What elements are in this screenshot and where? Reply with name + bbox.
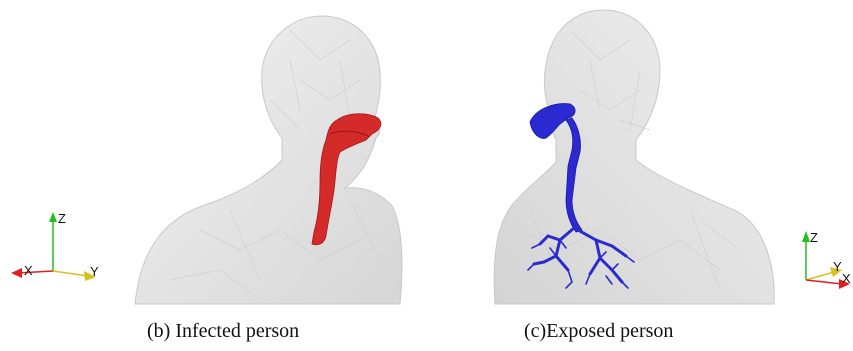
x-axis-line-right xyxy=(806,280,842,284)
caption-infected-person: (b) Infected person xyxy=(147,320,299,343)
axis-label-x-right: X xyxy=(842,271,851,286)
axis-label-y-right: Y xyxy=(833,259,842,274)
axis-triad-right: Z Y X xyxy=(802,230,851,289)
axis-label-z: Z xyxy=(58,211,66,226)
body-mesh-right xyxy=(494,10,774,304)
axis-label-z-right: Z xyxy=(810,230,818,245)
y-axis-line-right xyxy=(806,272,834,280)
exposed-person-model xyxy=(494,10,774,304)
caption-exposed-person: (c)Exposed person xyxy=(524,320,673,343)
axis-triad-left: Z X Y xyxy=(11,211,99,281)
axis-label-x: X xyxy=(24,263,33,278)
x-axis-arrow-icon xyxy=(11,268,22,278)
y-axis-line xyxy=(53,271,88,276)
z-axis-arrow-icon-right xyxy=(802,231,810,242)
infected-person-model xyxy=(135,16,402,304)
body-mesh-left xyxy=(135,16,402,304)
z-axis-arrow-icon xyxy=(49,212,57,222)
axis-label-y: Y xyxy=(90,264,99,279)
